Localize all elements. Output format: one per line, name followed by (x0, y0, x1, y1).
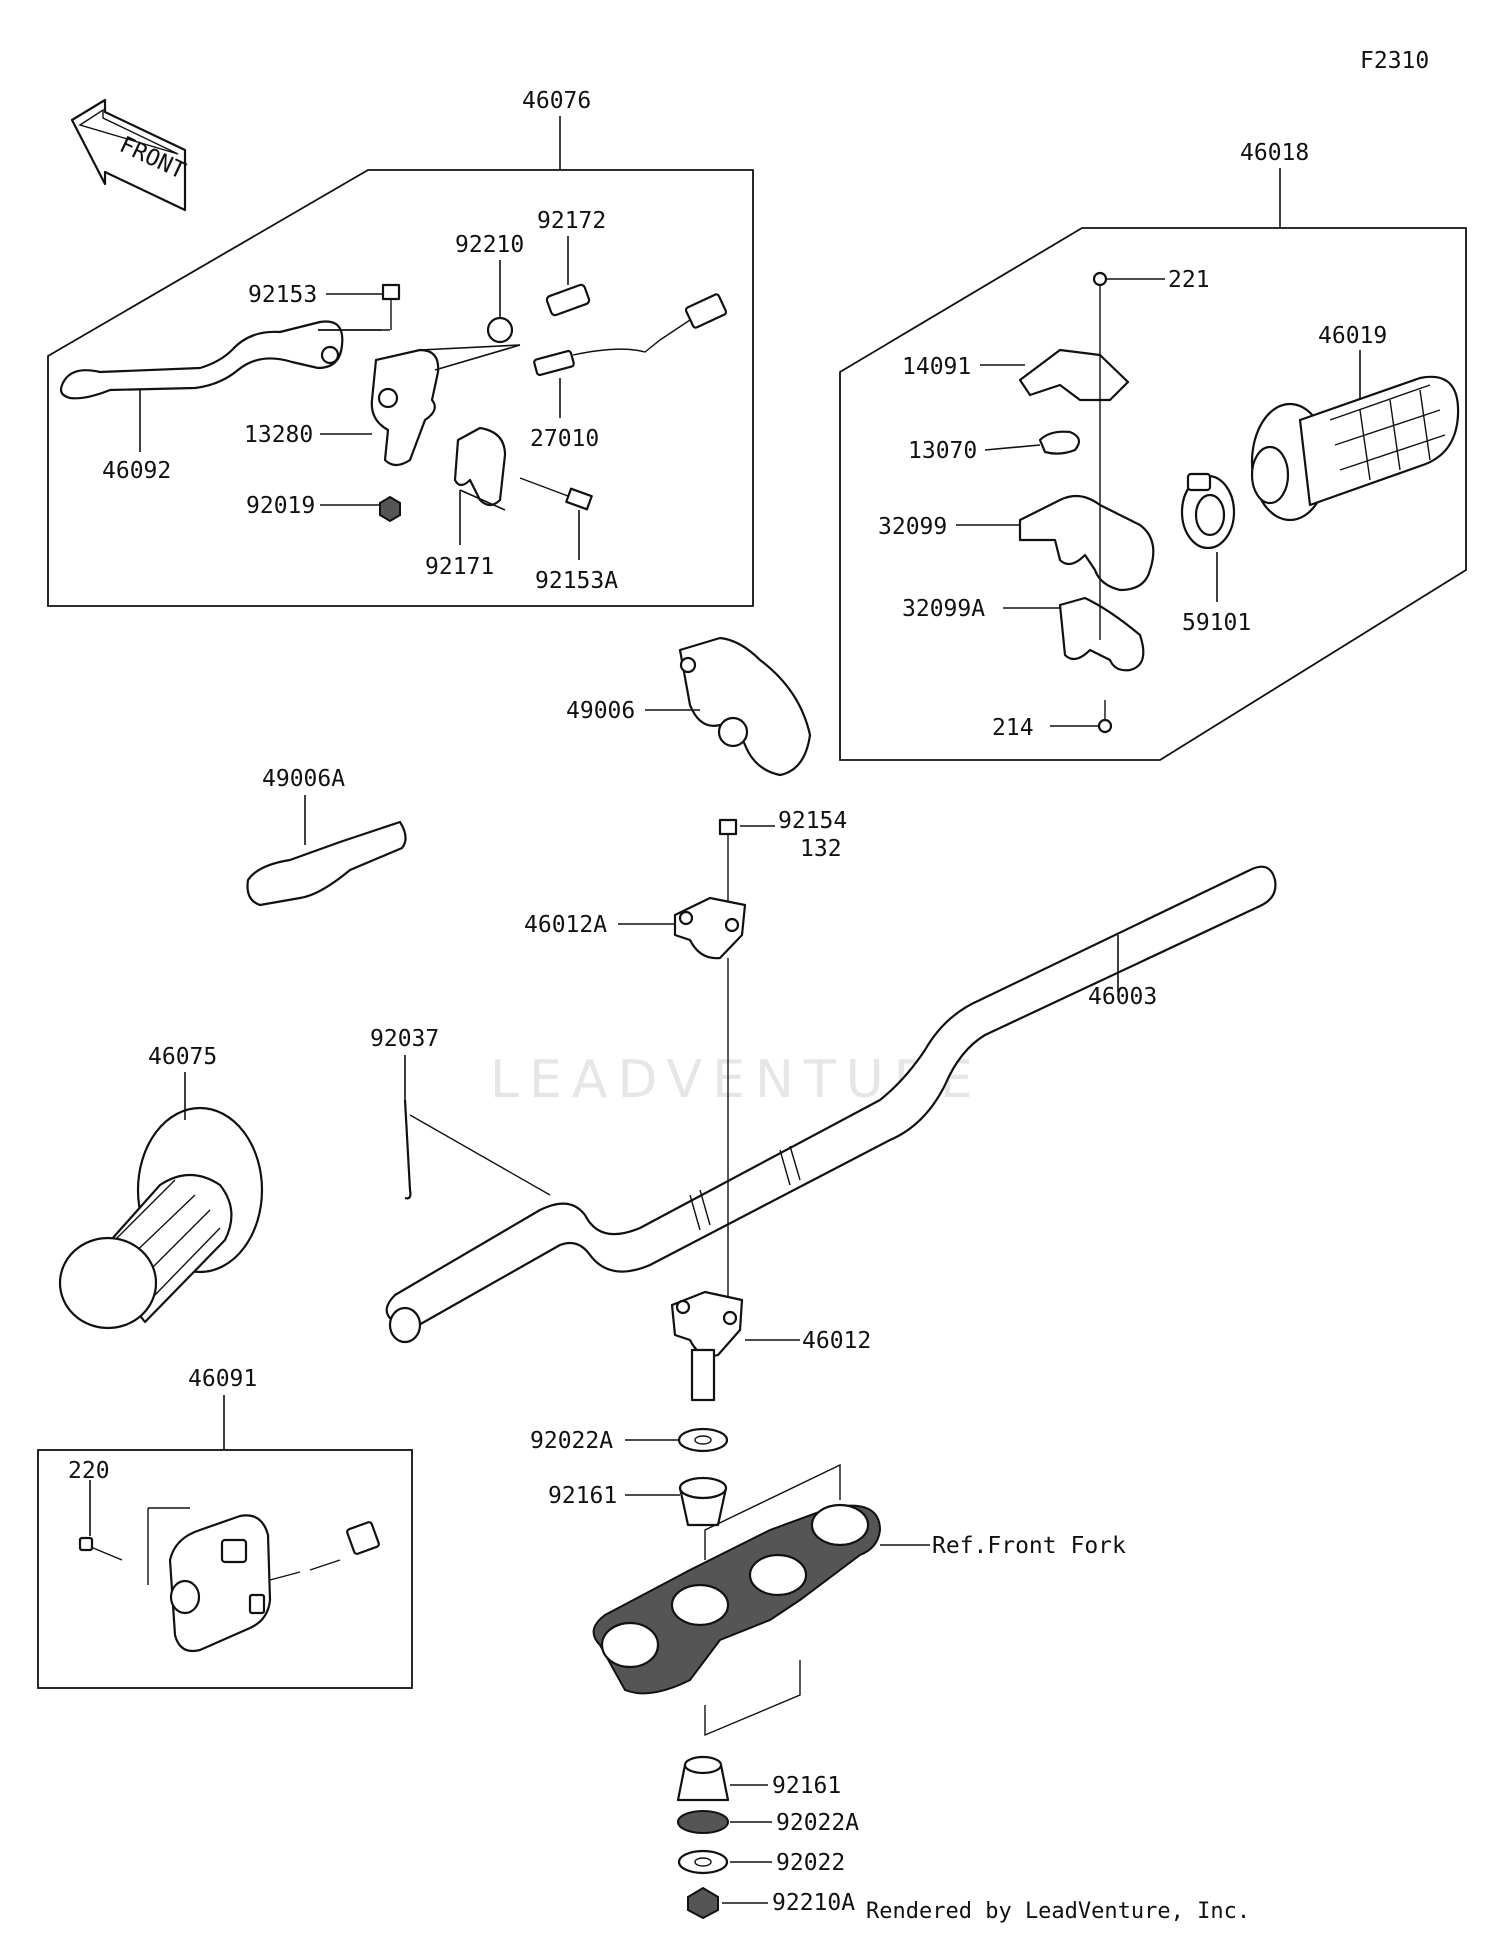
label-92022A-top[interactable]: 92022A (530, 1428, 613, 1454)
label-46012[interactable]: 46012 (802, 1328, 871, 1354)
group-46018: 46018 (839, 140, 1467, 761)
box-46076 (47, 169, 754, 607)
guide-13070 (1038, 430, 1081, 455)
group-46076: 46076 (47, 88, 754, 607)
label-92022[interactable]: 92022 (776, 1850, 845, 1876)
clamp-92171 (453, 426, 507, 507)
label-32099[interactable]: 32099 (878, 514, 947, 540)
handlebar-46003: 46003 (385, 865, 1277, 1344)
label-92153A[interactable]: 92153A (535, 568, 618, 594)
label-92022A-bot[interactable]: 92022A (776, 1810, 859, 1836)
box-46091 (37, 1449, 413, 1689)
label-46075[interactable]: 46075 (148, 1044, 217, 1070)
label-132[interactable]: 132 (800, 836, 842, 862)
part-49006: 49006 (566, 636, 812, 777)
cover-14091 (1018, 348, 1130, 402)
nut-92210A (687, 1886, 719, 1920)
label-92161-bot[interactable]: 92161 (772, 1773, 841, 1799)
label-92019[interactable]: 92019 (246, 493, 315, 519)
label-46018[interactable]: 46018 (1240, 140, 1309, 166)
adjuster-92210 (486, 316, 514, 344)
footer-credit: Rendered by LeadVenture, Inc. (866, 1899, 1250, 1924)
washer-92022 (677, 1849, 729, 1875)
label-46012A[interactable]: 46012A (524, 912, 607, 938)
screw-92153 (381, 283, 401, 301)
bolt-92153A (565, 487, 593, 511)
stack-lower: 92161 92022A 92022 92210A (676, 1755, 859, 1920)
label-221[interactable]: 221 (1168, 267, 1210, 293)
label-46003[interactable]: 46003 (1088, 984, 1157, 1010)
label-46019[interactable]: 46019 (1318, 323, 1387, 349)
plug-92172 (545, 283, 591, 317)
label-46092[interactable]: 46092 (102, 458, 171, 484)
label-92171[interactable]: 92171 (425, 554, 494, 580)
clutch-switch-27010 (533, 349, 575, 377)
group-46091: 46091 220 (37, 1366, 413, 1689)
throttle-housing-32099 (1018, 494, 1155, 592)
label-49006[interactable]: 49006 (566, 698, 635, 724)
diagram-code: F2310 (1360, 48, 1429, 74)
connector (684, 293, 728, 329)
screw-214 (1097, 718, 1113, 734)
label-92153[interactable]: 92153 (248, 282, 317, 308)
pin-92037: 92037 (370, 1026, 551, 1200)
screw-221 (1092, 271, 1108, 287)
label-92210[interactable]: 92210 (455, 232, 524, 258)
part-49006A: 49006A (246, 766, 407, 907)
nut-92019 (379, 495, 401, 523)
label-49006A[interactable]: 49006A (262, 766, 345, 792)
part-46012A: 92154 132 46012A (524, 808, 847, 1335)
throttle-grip-46019 (1250, 375, 1460, 522)
label-32099A[interactable]: 32099A (902, 596, 985, 622)
label-27010[interactable]: 27010 (530, 426, 599, 452)
label-14091[interactable]: 14091 (902, 354, 971, 380)
label-ref-front-fork[interactable]: Ref.Front Fork (932, 1533, 1126, 1559)
label-13280[interactable]: 13280 (244, 422, 313, 448)
label-59101[interactable]: 59101 (1182, 610, 1251, 636)
front-arrow-icon: FRONT (70, 98, 189, 212)
switch-connector (346, 1521, 380, 1555)
label-13070[interactable]: 13070 (908, 438, 977, 464)
part-46012: 46012 (670, 1290, 871, 1402)
label-92037[interactable]: 92037 (370, 1026, 439, 1052)
lever-bracket (370, 348, 440, 467)
label-214[interactable]: 214 (992, 715, 1034, 741)
clutch-lever (59, 320, 344, 400)
bolt-92154 (718, 818, 738, 836)
washer-92022A-top (677, 1427, 729, 1453)
label-92161-top[interactable]: 92161 (548, 1483, 617, 1509)
label-92210A[interactable]: 92210A (772, 1890, 855, 1916)
throttle-cam-59101 (1180, 472, 1236, 550)
label-92154[interactable]: 92154 (778, 808, 847, 834)
label-220[interactable]: 220 (68, 1458, 110, 1484)
triple-clamp: Ref.Front Fork (592, 1463, 1126, 1737)
stack-upper: 92022A 92161 (530, 1427, 729, 1527)
lower-clamp-32099A (1058, 596, 1145, 672)
label-46091[interactable]: 46091 (188, 1366, 257, 1392)
label-46076[interactable]: 46076 (522, 88, 591, 114)
washer-92022A-bot (677, 1810, 729, 1834)
screw-220 (78, 1536, 94, 1552)
box-46018 (839, 227, 1467, 761)
grip-46075: 46075 (58, 1044, 264, 1330)
label-92172[interactable]: 92172 (537, 208, 606, 234)
